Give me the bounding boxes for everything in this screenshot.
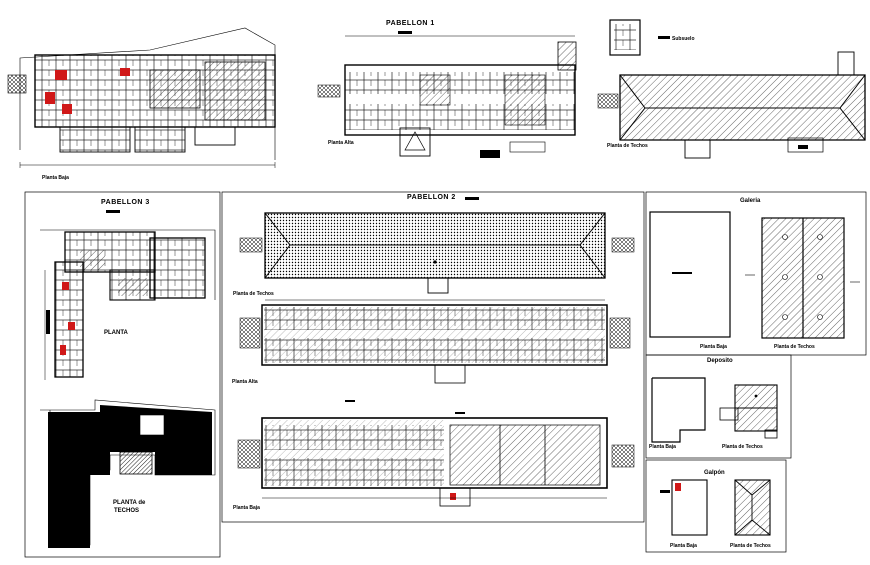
planta-baja-top-label: Planta Baja bbox=[42, 175, 69, 181]
deposito-planta-baja-plan bbox=[651, 377, 706, 443]
galpon-planta-techos-plan bbox=[734, 479, 771, 536]
pabellon1-title: PABELLON 1 bbox=[386, 20, 435, 27]
pabellon3-planta-techos-label-2: TECHOS bbox=[114, 508, 140, 514]
pabellon2-title-underline bbox=[465, 197, 479, 200]
pabellon1-planta-techos-plan bbox=[597, 51, 866, 159]
subsuelo-label: Subsuelo bbox=[672, 36, 695, 42]
pabellon1-planta-techos-label: Planta de Techos bbox=[607, 143, 648, 149]
pabellon3-planta-techos-label-1: PLANTA de bbox=[113, 500, 146, 506]
galeria-planta-techos-label: Planta de Techos bbox=[774, 344, 815, 350]
galeria-title: Galeria bbox=[740, 198, 761, 204]
pabellon1-planta-alta-label: Planta Alta bbox=[328, 140, 354, 146]
pabellon2-planta-alta-label: Planta Alta bbox=[232, 379, 258, 385]
pabellon3-title-underline bbox=[106, 210, 120, 213]
pabellon2-planta-baja-plan bbox=[237, 400, 635, 507]
pabellon3-frame bbox=[24, 191, 221, 558]
galpon-planta-techos-label: Planta de Techos bbox=[730, 543, 771, 549]
deposito-title: Deposito bbox=[707, 358, 733, 364]
pabellon1-title-underline bbox=[398, 31, 412, 34]
planta-baja-top-plan bbox=[7, 27, 276, 168]
pabellon1-planta-alta-plan bbox=[317, 35, 577, 158]
pabellon3-title: PABELLON 3 bbox=[101, 199, 150, 206]
deposito-frame bbox=[645, 354, 792, 459]
galeria-planta-techos-plan bbox=[745, 217, 860, 339]
galpon-planta-baja-plan bbox=[660, 479, 708, 536]
galpon-frame bbox=[645, 459, 787, 553]
subsuelo-plan bbox=[609, 19, 670, 56]
pabellon2-planta-baja-label: Planta Baja bbox=[233, 505, 260, 511]
galpon-planta-baja-label: Planta Baja bbox=[670, 543, 697, 549]
pabellon2-planta-techos-plan bbox=[239, 212, 635, 294]
pabellon2-frame bbox=[221, 191, 645, 523]
galeria-planta-baja-label: Planta Baja bbox=[700, 344, 727, 350]
pabellon3-planta-techos-plan bbox=[40, 399, 216, 548]
pabellon3-planta-label: PLANTA bbox=[104, 330, 128, 336]
pabellon2-planta-alta-plan bbox=[239, 299, 631, 384]
pabellon2-title: PABELLON 2 bbox=[407, 194, 456, 201]
deposito-planta-techos-plan bbox=[719, 384, 778, 439]
deposito-planta-baja-label: Planta Baja bbox=[649, 444, 676, 450]
deposito-planta-techos-label: Planta de Techos bbox=[722, 444, 763, 450]
pabellon2-planta-techos-label: Planta de Techos bbox=[233, 291, 274, 297]
pabellon3-planta-plan bbox=[40, 229, 216, 380]
galpon-title: Galpón bbox=[704, 470, 725, 476]
galeria-planta-baja-plan bbox=[649, 211, 731, 338]
